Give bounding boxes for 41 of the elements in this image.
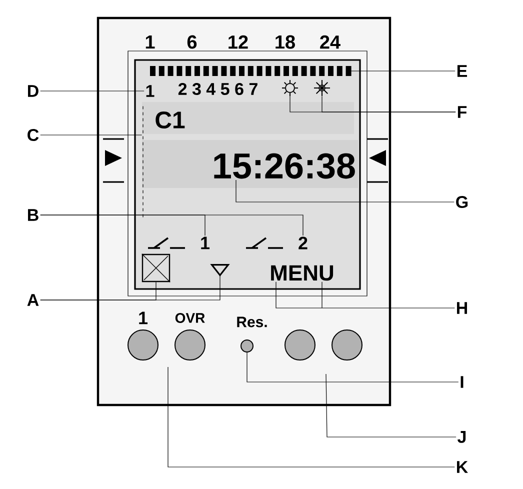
leader-line xyxy=(40,90,144,92)
leader-line xyxy=(322,96,456,112)
leader-line xyxy=(40,214,304,236)
scale-number: 12 xyxy=(228,35,248,49)
callout-letter: B xyxy=(28,209,38,221)
callout-letter: A xyxy=(27,294,39,306)
display-text: 1 xyxy=(146,85,154,97)
scale-number: 1 xyxy=(146,35,155,49)
leader-line xyxy=(348,70,456,72)
callout-letter: I xyxy=(460,376,464,388)
scale-number: 18 xyxy=(276,35,295,49)
scale-number: 24 xyxy=(320,35,340,49)
dashed-line xyxy=(142,106,144,220)
callout-letter: K xyxy=(457,461,468,473)
time-display: 15:26:38 xyxy=(214,153,355,179)
sun-icon xyxy=(282,80,298,96)
callout-letter: C xyxy=(28,128,39,142)
callout-letter: G xyxy=(456,196,468,208)
display-text: 1 xyxy=(201,236,210,250)
button-label: 1 xyxy=(139,312,148,324)
leader-line xyxy=(326,374,456,438)
leader-line xyxy=(236,180,454,202)
leader-line xyxy=(276,282,455,308)
snowflake-icon xyxy=(314,80,330,96)
leader-line xyxy=(168,366,455,468)
button-label: OVR xyxy=(175,313,205,323)
callout-letter: H xyxy=(457,302,467,314)
display-text: MENU xyxy=(271,265,334,281)
callout-letter: F xyxy=(458,106,467,118)
day-numbers: 2 3 4 5 6 7 xyxy=(178,82,258,96)
button-label: Res. xyxy=(237,316,267,328)
display-text: 2 xyxy=(298,236,308,250)
segment-bar xyxy=(150,66,352,76)
leader-line xyxy=(40,134,142,136)
crossed-box-icon xyxy=(142,254,170,282)
channel-text: C1 xyxy=(156,112,185,128)
callout-letter: D xyxy=(28,85,38,97)
leader-line xyxy=(40,274,220,300)
leader-line xyxy=(246,352,459,382)
callout-letter: E xyxy=(457,65,467,77)
callout-letter: J xyxy=(458,431,466,443)
